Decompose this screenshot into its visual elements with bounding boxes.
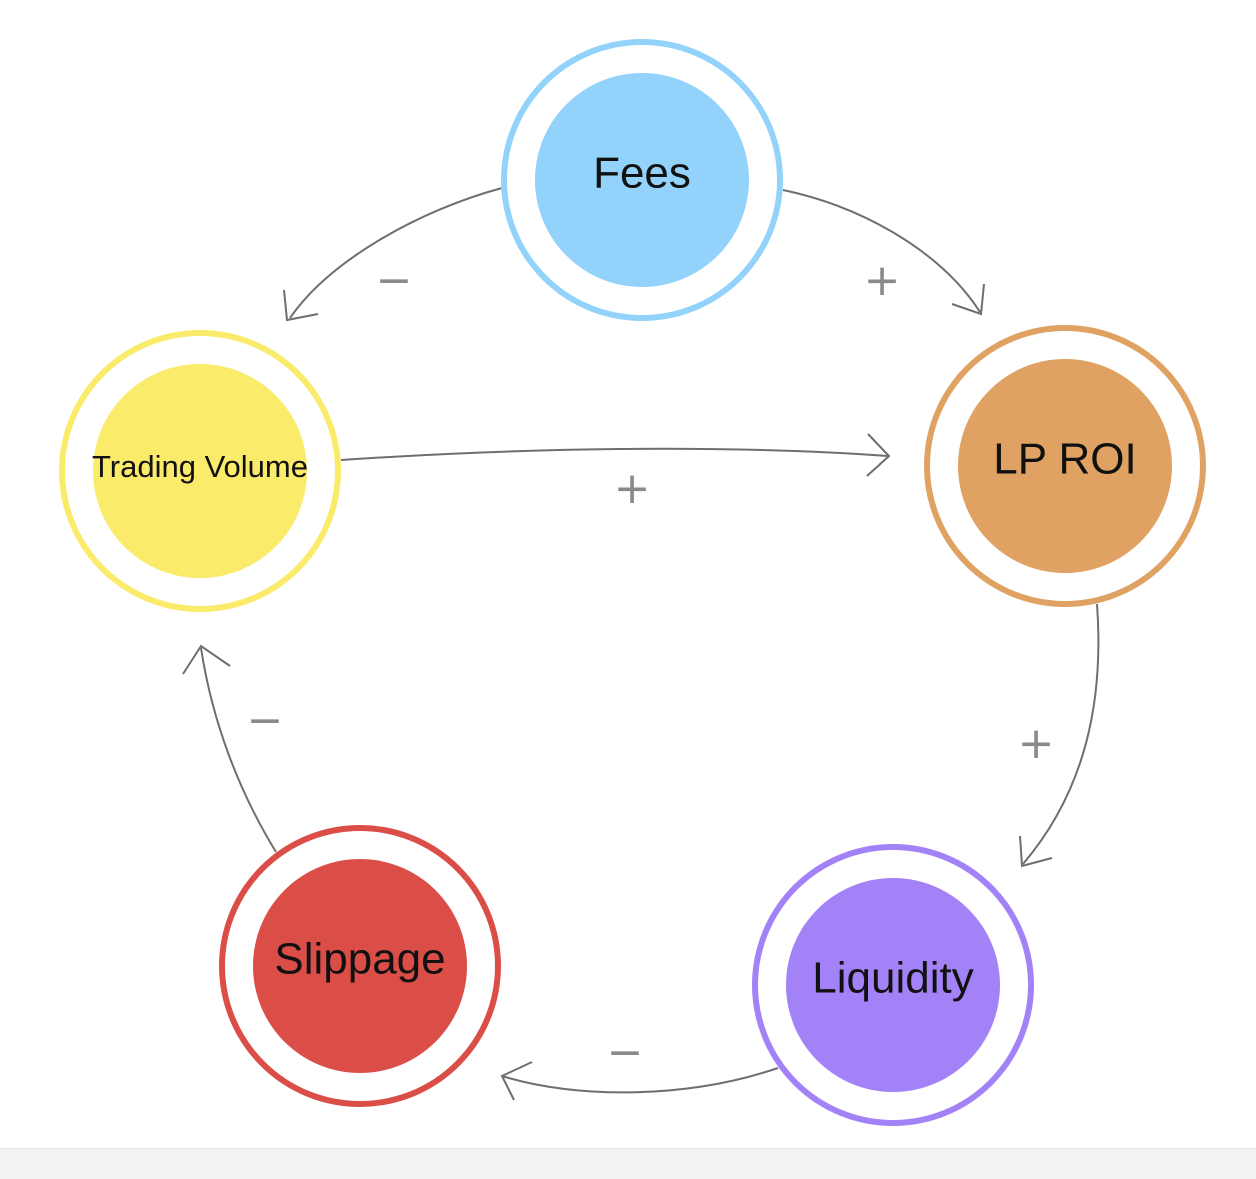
edge-sign-minus: −: [607, 1027, 644, 1078]
edge-line: [1022, 603, 1100, 865]
edge-fees-to-trading-volume: −: [283, 187, 503, 322]
node-fill: [535, 73, 749, 287]
node-slippage: Slippage: [219, 825, 501, 1107]
node-trading-volume: Trading Volume: [59, 330, 341, 612]
edge-line: [782, 189, 981, 313]
edge-sign-plus: +: [864, 255, 901, 306]
node-fill: [958, 359, 1172, 573]
edge-fees-to-lp-roi: +: [782, 189, 985, 316]
edge-slippage-to-trading-volume: −: [182, 644, 284, 853]
arrowhead: [182, 644, 231, 675]
node-label: LP ROI: [993, 435, 1136, 484]
node-fees: Fees: [501, 39, 783, 321]
edge-lp-roi-to-liquidity: +: [1018, 603, 1100, 868]
node-label: Liquidity: [812, 954, 973, 1003]
arrowhead: [283, 289, 319, 322]
node-label: Trading Volume: [92, 449, 308, 484]
edge-sign-plus: +: [1018, 718, 1055, 769]
edge-sign-plus: +: [614, 463, 651, 514]
node-lp-roi: LP ROI: [924, 325, 1206, 607]
arrowhead: [866, 433, 891, 477]
node-label: Fees: [593, 149, 691, 198]
edge-line: [289, 187, 503, 319]
edge-line: [501, 1067, 779, 1094]
edge-line: [340, 447, 889, 461]
node-label: Slippage: [274, 935, 445, 984]
bottom-bar: [0, 1148, 1256, 1179]
edge-line: [200, 647, 277, 853]
edge-trading-volume-to-lp-roi: +: [340, 433, 891, 514]
arrowhead: [951, 283, 985, 316]
node-fill: [253, 859, 467, 1073]
edge-sign-minus: −: [247, 695, 284, 746]
node-liquidity: Liquidity: [752, 844, 1034, 1126]
node-fill: [786, 878, 1000, 1092]
edge-liquidity-to-slippage: −: [500, 1027, 779, 1101]
arrowhead: [500, 1061, 533, 1101]
arrowhead: [1019, 835, 1053, 868]
node-fill: [93, 364, 307, 578]
edge-sign-minus: −: [376, 255, 413, 306]
